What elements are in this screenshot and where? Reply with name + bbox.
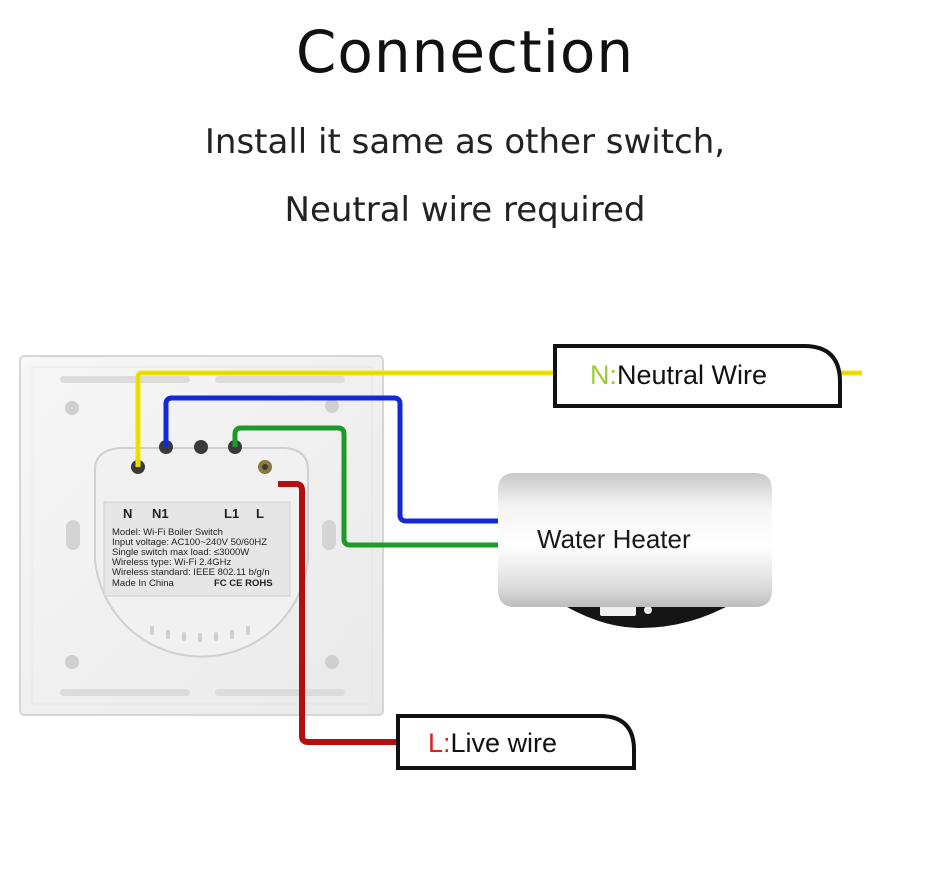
live-wire: [278, 481, 398, 745]
switch-back-plate: [19, 355, 384, 716]
neutral-text: Neutral Wire: [617, 360, 767, 390]
terminal-label-n1: N1: [152, 506, 169, 521]
svg-text:N:Neutral Wire: N:Neutral Wire: [590, 360, 767, 390]
live-text: Live wire: [451, 728, 558, 758]
subtitle-line-1: Install it same as other switch,: [204, 122, 726, 162]
spec-line-wireless-standard: Wireless standard: IEEE 802.11 b/g/n: [112, 567, 270, 578]
neutral-prefix: N:: [590, 360, 617, 390]
subtitle-line-2: Neutral wire required: [284, 190, 646, 230]
neutral-wire-label: N:Neutral Wire: [553, 344, 842, 408]
neutral-wire: [135, 370, 862, 467]
made-in-china-text: Made In China: [112, 578, 175, 589]
spec-line-load: Single switch max load: ≤3000W: [112, 547, 249, 558]
water-heater-label: Water Heater: [537, 524, 691, 554]
live-wire-label: L:Live wire: [396, 714, 636, 770]
page-title: Connection: [295, 18, 635, 86]
water-heater: Water Heater: [498, 473, 772, 628]
spec-line-wireless-type: Wireless type: Wi-Fi 2.4GHz: [112, 557, 232, 568]
terminal-label-l: L: [256, 506, 264, 521]
live-prefix: L:: [428, 728, 451, 758]
spec-line-model: Model: Wi-Fi Boiler Switch: [112, 527, 223, 538]
certification-marks: FC CE ROHS: [214, 578, 273, 589]
spec-line-voltage: Input voltage: AC100~240V 50/60HZ: [112, 537, 267, 548]
terminal-label-l1: L1: [224, 506, 239, 521]
svg-text:L:Live wire: L:Live wire: [428, 728, 557, 758]
terminal-label-n: N: [123, 506, 132, 521]
l1-wire: [232, 425, 500, 548]
n1-wire: [163, 395, 500, 524]
